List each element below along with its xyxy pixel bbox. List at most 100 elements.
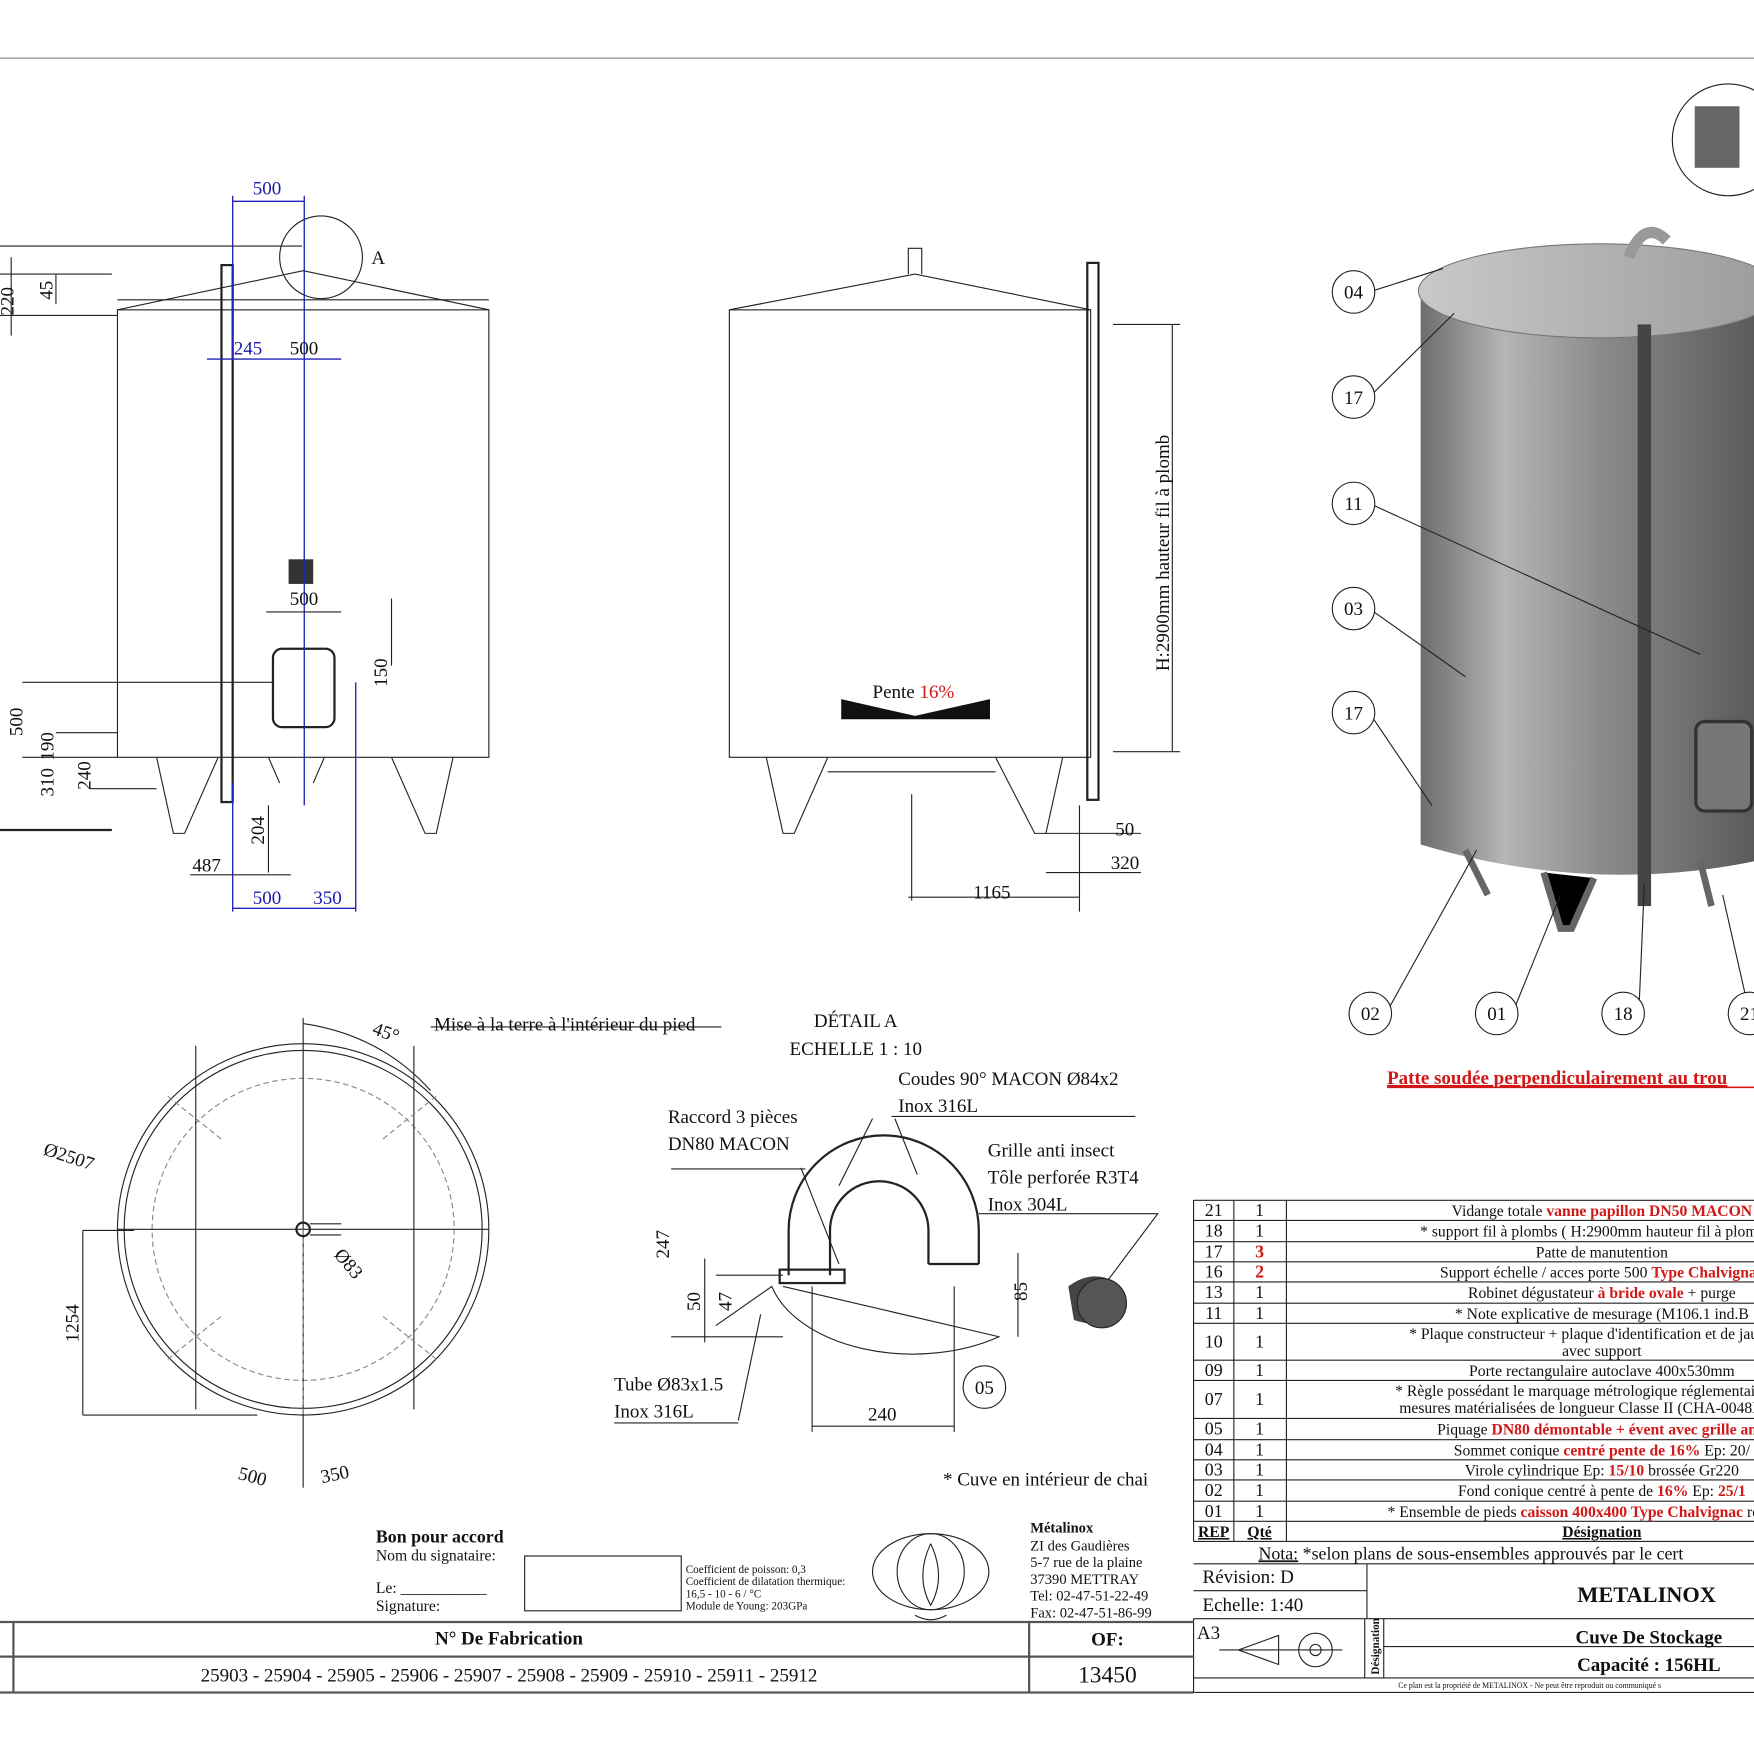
diameter-2507: Ø2507	[41, 1139, 97, 1175]
bom-qty: 1	[1255, 1282, 1264, 1302]
dilatation-label: Coefficient de dilatation thermique:	[686, 1576, 846, 1588]
designation-text: * support fil à plombs ( H:2900mm hauteu…	[1420, 1224, 1754, 1241]
highlight-text: à bride ovale	[1598, 1285, 1684, 1302]
of-number: 13450	[1078, 1662, 1137, 1688]
highlight-text: vanne papillon DN50 MACON	[1546, 1203, 1752, 1220]
arc-500: 500	[236, 1463, 269, 1491]
bom-designation: * support fil à plombs ( H:2900mm hauteu…	[1420, 1224, 1754, 1241]
dim-487: 487	[192, 855, 221, 876]
company-name: METALINOX	[1577, 1582, 1716, 1607]
tube-material: Inox 316L	[614, 1401, 694, 1422]
dim-500-bottom: 500	[253, 888, 282, 909]
elbow-label: Coudes 90° MACON Ø84x2	[898, 1069, 1118, 1090]
bom-designation: * Ensemble de pieds caisson 400x400 Type…	[1387, 1504, 1754, 1521]
callout-circle	[1331, 375, 1376, 419]
designation-text: brossée Gr220	[1644, 1462, 1739, 1479]
designation-text: * Ensemble de pieds	[1387, 1504, 1520, 1521]
dim-50: 50	[1115, 820, 1134, 841]
dim-1165: 1165	[973, 882, 1010, 903]
bom-rep: 17	[1205, 1241, 1223, 1261]
dilatation-value: 16,5 - 10 - 6 / °C	[686, 1588, 762, 1600]
callout-18: 18	[1614, 1004, 1633, 1025]
property-footer: Ce plan est la propriété de METALINOX - …	[1398, 1681, 1661, 1690]
bom-rep: 02	[1205, 1480, 1223, 1500]
bom-qty: 1	[1255, 1331, 1264, 1351]
bom-rep: 07	[1205, 1389, 1223, 1409]
dim-320: 320	[1111, 853, 1140, 874]
grid-label: Grille anti insect	[988, 1141, 1115, 1162]
dim-500-mid: 500	[290, 339, 319, 360]
designation-label: Désignation	[1370, 1617, 1382, 1674]
date-label: Le: ___________	[376, 1580, 487, 1597]
designation-text: * Règle possédant le marquage métrologiq…	[1395, 1383, 1754, 1400]
signature-box[interactable]	[524, 1555, 682, 1612]
detail-title: DÉTAIL A	[814, 1010, 898, 1032]
dim-190: 190	[38, 732, 59, 761]
header-rep: REP	[1198, 1524, 1230, 1541]
designation-text: Support échelle / acces porte 500	[1440, 1264, 1651, 1281]
dim-310: 310	[38, 768, 59, 797]
designation-text: Ep: 20/	[1700, 1442, 1750, 1459]
callout-17: 17	[1344, 703, 1363, 724]
union-label: Raccord 3 pièces	[668, 1107, 798, 1128]
callout-circle	[1331, 690, 1376, 735]
dim-500-door: 500	[290, 589, 319, 610]
detail-a: DÉTAIL A ECHELLE 1 : 10 Coudes 90° MACON…	[614, 1010, 1159, 1491]
bom-designation: Robinet dégustateur à bride ovale + purg…	[1468, 1285, 1736, 1302]
bom-designation: Virole cylindrique Ep: 15/10 brossée Gr2…	[1465, 1462, 1739, 1479]
iso-view: 041711031702011821 Patte soudée perpendi…	[1331, 83, 1754, 1089]
dim-45: 45	[37, 281, 58, 300]
diameter-83: Ø83	[330, 1245, 367, 1284]
designation-text: Robinet dégustateur	[1468, 1285, 1598, 1302]
address-company: Métalinox	[1030, 1521, 1094, 1537]
weld-note: Patte soudée perpendiculairement au trou	[1387, 1068, 1728, 1089]
bom-designation: Vidange totale vanne papillon DN50 MACON	[1452, 1203, 1753, 1220]
bom-qty: 1	[1255, 1419, 1264, 1439]
dim-240: 240	[75, 761, 96, 790]
bom-qty: 3	[1255, 1241, 1264, 1261]
designation-text: Piquage	[1437, 1422, 1491, 1439]
address-line: 5-7 rue de la plaine	[1030, 1555, 1142, 1571]
tube-label: Tube Ø83x1.5	[614, 1374, 723, 1395]
address-fax: Fax: 02-47-51-86-99	[1030, 1606, 1151, 1622]
fabrication-label: N° De Fabrication	[435, 1628, 583, 1649]
designation-text: avec support	[1562, 1343, 1642, 1360]
designation-text: Vidange totale	[1452, 1203, 1547, 1220]
earth-note: Mise à la terre à l'intérieur du pied	[434, 1014, 696, 1035]
scale: Echelle: 1:40	[1203, 1595, 1304, 1616]
dim-1254: 1254	[62, 1304, 83, 1343]
capacity: Capacité : 156HL	[1577, 1655, 1721, 1676]
bom-qty: 1	[1255, 1221, 1264, 1241]
designation-text: * Note explicative de mesurage (M106.1 i…	[1455, 1306, 1749, 1323]
highlight-text: 16%	[1657, 1483, 1688, 1500]
nota-text: *selon plans de sous-ensembles approuvés…	[1298, 1543, 1683, 1563]
bom-qty: 1	[1255, 1303, 1264, 1323]
address-line: ZI des Gaudières	[1030, 1538, 1130, 1554]
designation-text: Porte rectangulaire autoclave 400x530mm	[1469, 1363, 1735, 1380]
dim-500-left: 500	[6, 708, 27, 737]
address-tel: Tel: 02-47-51-22-49	[1030, 1589, 1148, 1605]
approval-title: Bon pour accord	[376, 1527, 504, 1547]
bom-qty: 1	[1255, 1360, 1264, 1380]
callout-02: 02	[1361, 1004, 1380, 1025]
indoor-note: * Cuve en intérieur de chai	[943, 1470, 1148, 1491]
bom-designation: Porte rectangulaire autoclave 400x530mm	[1469, 1363, 1735, 1380]
angle-45: 45°	[370, 1019, 402, 1048]
designation-text: Ep:	[1688, 1483, 1718, 1500]
poisson-coef: Coefficient de poisson: 0,3	[686, 1564, 807, 1576]
metalinox-logo	[871, 1533, 990, 1621]
callout-01: 01	[1487, 1004, 1506, 1025]
grid-material: Inox 304L	[988, 1194, 1068, 1215]
bom-rep: 10	[1205, 1331, 1223, 1351]
